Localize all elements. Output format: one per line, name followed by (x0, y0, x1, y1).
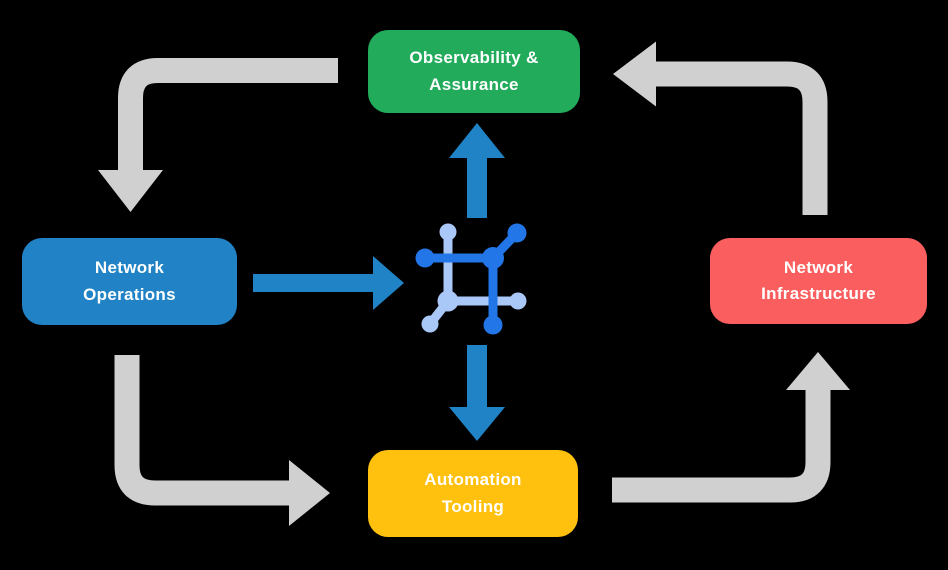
network-fabric-icon-dark-branch (415, 223, 527, 335)
flow-arrow-operations-to-center (253, 256, 404, 310)
cycle-arrowhead-right (289, 460, 330, 526)
cycle-arrow-shaft (612, 390, 831, 503)
cycle-arrowhead-left (613, 41, 656, 107)
cycle-arrow-observability-to-operations (98, 58, 338, 212)
network-fabric-icon-light-branch (421, 223, 527, 333)
network-fabric-icon (415, 223, 527, 335)
node-observability-assurance: Observability & Assurance (368, 30, 580, 113)
cycle-arrowhead-up (786, 352, 850, 390)
node-automation-label: Automation Tooling (424, 470, 522, 516)
node-automation-tooling: Automation Tooling (368, 450, 578, 537)
node-network-operations: Network Operations (22, 238, 237, 325)
cycle-arrow-shaft (656, 61, 828, 215)
cycle-arrow-shaft (118, 58, 338, 172)
node-infrastructure-label: Network Infrastructure (761, 257, 876, 303)
cycle-arrow-automation-to-infrastructure (612, 352, 850, 503)
flow-arrow-center-to-automation (449, 345, 505, 441)
cycle-arrowhead-down (98, 170, 163, 212)
cycle-arrow-infrastructure-to-observability (613, 41, 828, 215)
node-operations-label: Network Operations (83, 258, 176, 304)
node-observability-label: Observability & Assurance (409, 48, 539, 94)
cycle-arrow-operations-to-automation (114, 355, 330, 526)
cycle-arrow-shaft (114, 355, 289, 506)
flow-arrow-center-to-observability (449, 123, 505, 218)
node-network-infrastructure: Network Infrastructure (710, 238, 927, 324)
